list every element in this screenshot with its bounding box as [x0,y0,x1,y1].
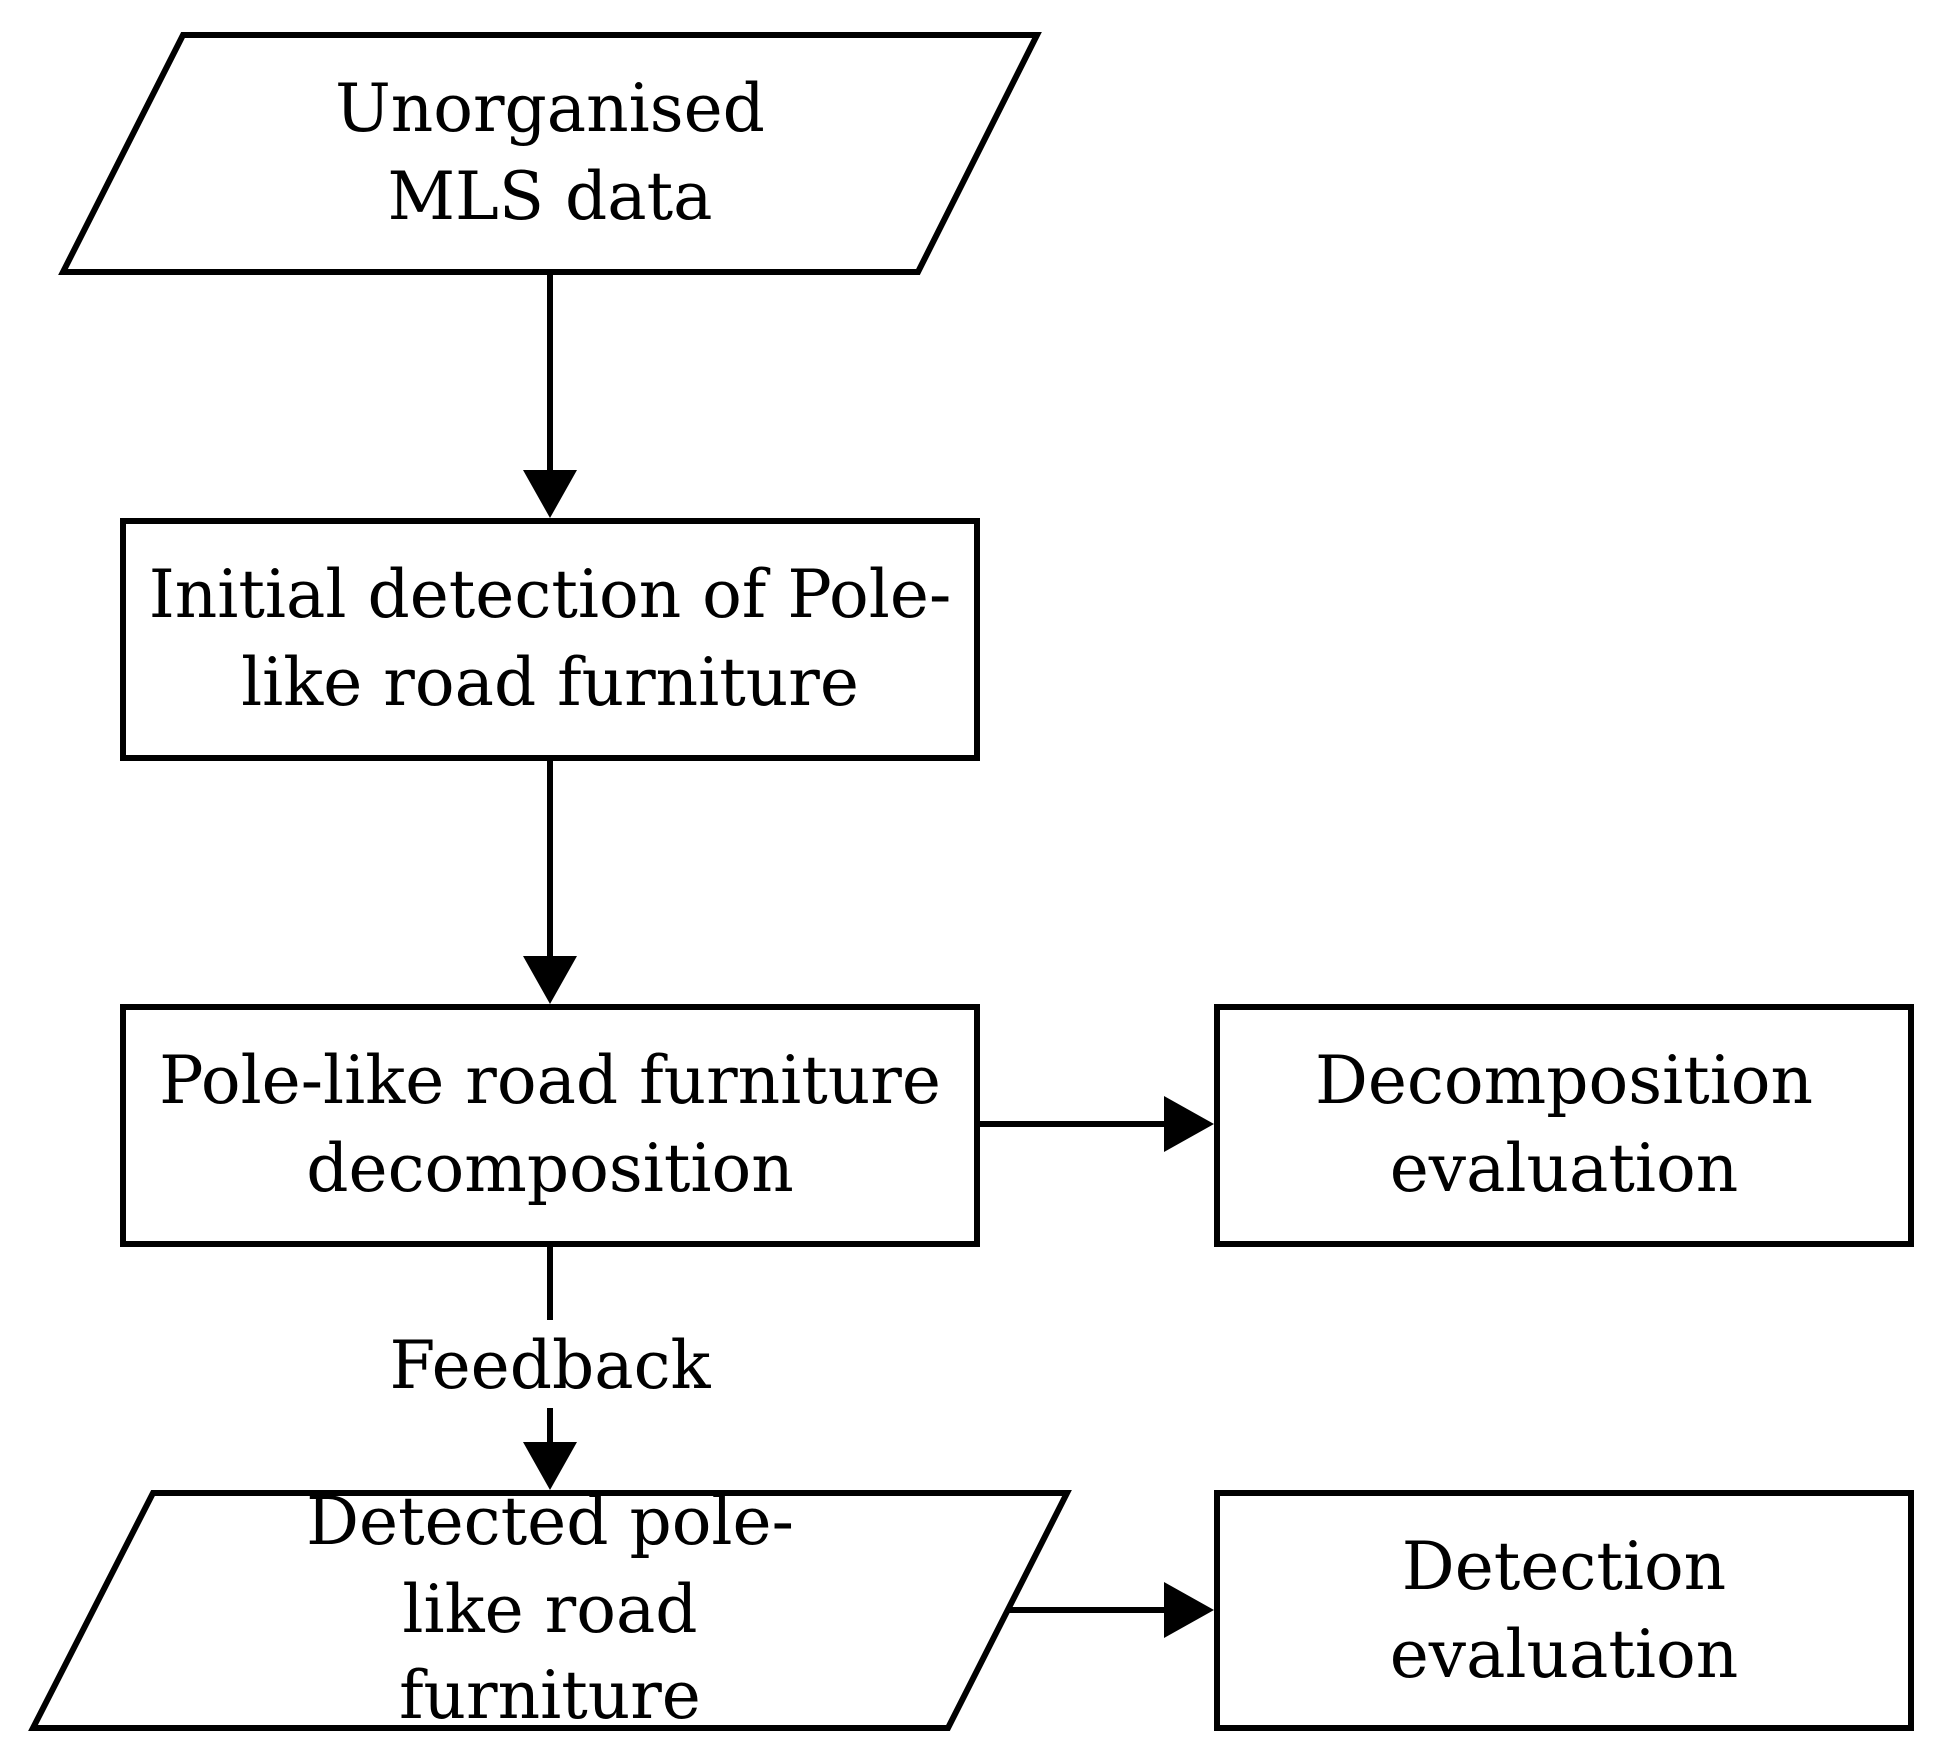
node-text-line: Detection [1402,1528,1726,1605]
rectangle-shape [1214,1490,1914,1731]
node-initial-detection: Initial detection of Pole- like road fur… [120,518,980,761]
node-text-line: evaluation [1390,1616,1739,1693]
node-text-line: Pole-like road furniture [159,1042,941,1119]
node-text-line: like road [402,1571,697,1648]
edge-output-to-detection-evaluation [1008,1582,1214,1638]
parallelogram-shape [58,32,1042,275]
rectangle-shape [120,1004,980,1247]
node-detected-pole-like-road-furniture: Detected pole- like road furniture [28,1483,1072,1734]
node-text-line: Decomposition [1315,1042,1813,1119]
arrowhead-down [523,470,577,518]
node-text-line: Initial detection of Pole- [149,556,952,633]
node-text-line: decomposition [306,1130,793,1207]
edge-decomposition-to-decomposition-evaluation [977,1096,1214,1152]
arrowhead-down [523,956,577,1004]
node-text-line: MLS data [387,158,712,235]
arrowhead-down [523,1442,577,1490]
node-text-line: furniture [399,1657,701,1734]
parallelogram-shape [28,1490,1072,1731]
node-text-line: Unorganised [335,70,765,147]
arrowhead-right [1164,1096,1214,1152]
node-text-line: evaluation [1390,1130,1739,1207]
rectangle-shape [120,518,980,761]
node-decomposition: Pole-like road furniture decomposition [120,1004,980,1247]
node-text-line: Detected pole- [306,1483,794,1560]
edge-initial-to-decomposition [523,758,577,1004]
arrowhead-right [1164,1582,1214,1638]
edge-input-to-initial [523,272,577,518]
node-unorganised-mls-data: Unorganised MLS data [58,32,1042,275]
edge-label-feedback: Feedback [389,1327,711,1404]
node-decomposition-evaluation: Decomposition evaluation [1214,1004,1914,1247]
edge-decomposition-to-output: Feedback [389,1244,712,1490]
node-detection-evaluation: Detection evaluation [1214,1490,1914,1731]
node-text-line: like road furniture [241,644,859,721]
rectangle-shape [1214,1004,1914,1247]
